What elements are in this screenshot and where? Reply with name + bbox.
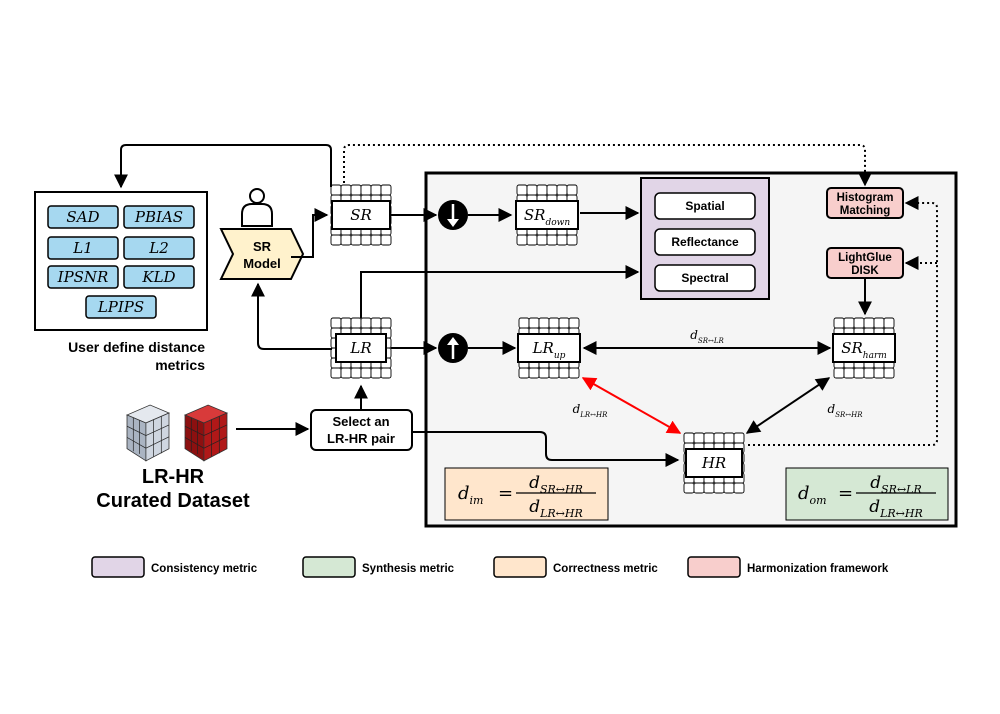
metric-l1: L1 — [47, 236, 119, 260]
metric-sad: SAD — [47, 205, 119, 229]
lightglue-line1: LightGlue — [838, 252, 892, 264]
legend-item: Consistency metric — [91, 556, 258, 578]
sr-down-grid: SRdown — [515, 184, 579, 246]
lightglue-disk-box: LightGlue DISK — [826, 247, 904, 279]
grid-label-hr: HR — [701, 454, 726, 472]
sr-model-line1: SR — [253, 239, 272, 254]
distance-lr-hr: dLR↔HR — [573, 402, 609, 419]
downsample-icon — [438, 200, 468, 230]
formula-lhs: dim — [458, 483, 483, 507]
formula-equals: = — [838, 483, 853, 504]
distance-sr-hr: dSR↔HR — [828, 402, 864, 419]
formula-denominator: dLR↔HR — [869, 497, 923, 520]
formula-numerator: dSR↔LR — [870, 473, 922, 496]
grid-label-sr_harm: SRharm — [841, 339, 887, 361]
metric-label: L1 — [72, 239, 93, 257]
distance-sr-lr: dSR↔LR — [690, 328, 724, 345]
user-icon — [241, 188, 273, 227]
dataset-line2: Curated Dataset — [96, 490, 250, 512]
grey-cube-icon — [125, 404, 171, 462]
legend-label: Harmonization framework — [747, 563, 889, 575]
legend-label: Synthesis metric — [362, 563, 455, 575]
lr-grid: LR — [330, 317, 392, 379]
metric-lpips: LPIPS — [85, 295, 157, 319]
grid-label-lr_up: LRup — [532, 339, 566, 361]
formula-numerator: dSR↔HR — [529, 473, 583, 496]
histogram-matching-box: Histogram Matching — [826, 187, 904, 219]
legend-label: Consistency metric — [151, 563, 258, 575]
legend-label: Correctness metric — [553, 563, 658, 575]
consistency-spatial: Spatial — [654, 192, 756, 220]
sr-harm-grid: SRharm — [832, 317, 896, 379]
select-pair-box: Select an LR-HR pair — [310, 409, 413, 451]
consistency-label: Spectral — [681, 271, 728, 285]
consistency-label: Spatial — [685, 199, 724, 213]
lr-hr-red-arrow — [581, 377, 682, 434]
connectors — [114, 144, 872, 467]
legend: Consistency metric Synthesis metric Correc… — [91, 556, 889, 578]
consistency-label: Reflectance — [671, 235, 739, 249]
metric-kld: KLD — [123, 265, 195, 289]
sr-grid: SR — [330, 184, 392, 246]
metric-label: PBIAS — [134, 208, 183, 226]
legend-item: Correctness metric — [493, 556, 658, 578]
grid-label-sr: SR — [350, 206, 372, 224]
metric-ipsnr: IPSNR — [47, 265, 119, 289]
grid-label-lr: LR — [349, 339, 371, 357]
select-pair-line1: Select an — [332, 414, 389, 429]
red-cube-icon — [183, 404, 229, 462]
hr-grid: HR — [683, 432, 745, 494]
dataset-line1: LR-HR — [142, 466, 205, 488]
lr-up-grid: LRup — [517, 317, 581, 379]
metric-label: L2 — [148, 239, 169, 257]
metrics-caption-line1: User define distance — [68, 339, 205, 355]
metric-label: SAD — [66, 208, 99, 226]
legend-item: Harmonization framework — [687, 556, 889, 578]
formula-equals: = — [498, 483, 513, 504]
histogram-line2: Matching — [840, 205, 890, 217]
metric-label: IPSNR — [57, 268, 109, 286]
sr-model: SR Model — [219, 228, 305, 280]
metrics-caption-line2: metrics — [155, 357, 205, 373]
upsample-icon — [438, 333, 468, 363]
metric-label: KLD — [141, 268, 175, 286]
lightglue-line2: DISK — [851, 265, 879, 277]
grid-label-sr_down: SRdown — [524, 206, 570, 228]
histogram-line1: Histogram — [837, 192, 894, 204]
metric-pbias: PBIAS — [123, 205, 195, 229]
metric-label: LPIPS — [97, 298, 144, 316]
dotted-connectors — [343, 144, 938, 446]
metric-l2: L2 — [123, 236, 195, 260]
select-pair-line2: LR-HR pair — [327, 431, 395, 446]
formula-denominator: dLR↔HR — [529, 497, 583, 520]
consistency-reflectance: Reflectance — [654, 228, 756, 256]
consistency-spectral: Spectral — [654, 264, 756, 292]
sr-model-line2: Model — [243, 256, 281, 271]
formula-lhs: dom — [798, 483, 827, 507]
legend-item: Synthesis metric — [302, 556, 455, 578]
